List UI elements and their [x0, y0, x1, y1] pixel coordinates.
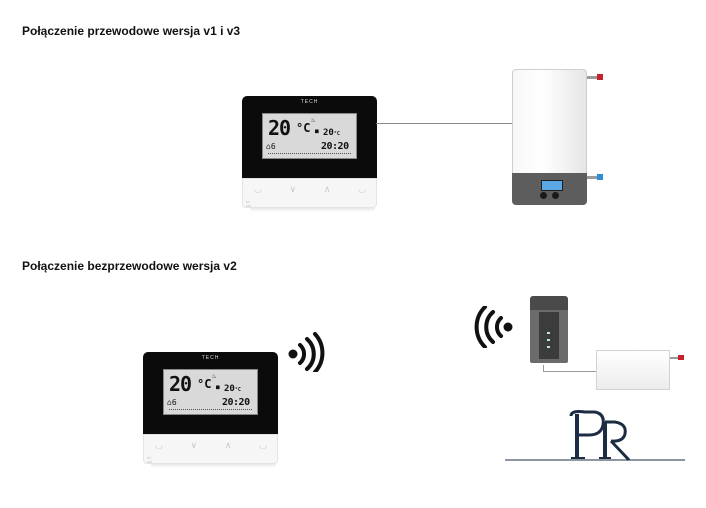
sun-icon: ■: [315, 128, 319, 135]
boiler-display: [541, 180, 563, 191]
hot-pipe: [587, 76, 601, 79]
model-label: ST-294: [147, 456, 153, 464]
clock-time: 20:20: [222, 397, 250, 408]
receiver-wire: [543, 371, 597, 372]
boiler-knob: [552, 192, 559, 199]
thermostat-base: [143, 434, 278, 464]
thermostat-display: 20 °C ♨ ■ 20°C ⌂6 20:20: [262, 113, 357, 159]
exit-button-icon[interactable]: ◡: [358, 184, 366, 194]
set-temperature: 20°C: [224, 384, 241, 394]
cold-pipe-end: [597, 174, 603, 180]
flame-icon: ♨: [212, 372, 217, 380]
thermostat-buttons: ◡ ∨ ∧ ◡: [254, 184, 366, 195]
cold-pipe: [587, 176, 601, 179]
thermostat-base: [242, 178, 377, 208]
temperature-unit: °C: [197, 377, 212, 391]
connection-wire: [376, 123, 513, 124]
receiver-front: [539, 312, 559, 359]
program-bar: [169, 409, 252, 412]
house-icon: ⌂6: [266, 142, 276, 151]
sun-icon: ■: [216, 384, 220, 391]
clock-time: 20:20: [321, 141, 349, 152]
house-icon: ⌂6: [167, 398, 177, 407]
hot-pipe-end: [678, 355, 684, 360]
boiler: [512, 69, 587, 205]
program-bar: [268, 153, 351, 156]
wireless-receiver: [530, 296, 568, 365]
thermostat-display: 20 °C ♨ ■ 20°C ⌂6 20:20: [163, 369, 258, 415]
thermostat-buttons: ◡ ∨ ∧ ◡: [155, 440, 267, 451]
heating-device: [596, 350, 670, 390]
thermostat-brand: TECH: [201, 355, 220, 361]
current-temperature: 20: [169, 372, 192, 396]
thermostat-brand: TECH: [300, 99, 319, 105]
up-button-icon[interactable]: ∧: [323, 184, 331, 194]
menu-button-icon[interactable]: ◡: [254, 184, 262, 194]
menu-button-icon[interactable]: ◡: [155, 440, 163, 450]
pr-logo: [505, 410, 685, 462]
current-temperature: 20: [268, 116, 291, 140]
flame-icon: ♨: [311, 116, 316, 124]
thermostat-shadow: [151, 464, 276, 468]
receiver-led: [547, 332, 550, 334]
set-temperature: 20°C: [323, 128, 340, 138]
down-button-icon[interactable]: ∨: [190, 440, 198, 450]
heading-wired-connection: Połączenie przewodowe wersja v1 i v3: [22, 24, 241, 38]
receiver-top: [530, 296, 568, 310]
heading-wireless-connection: Połączenie bezprzewodowe wersja v2: [22, 259, 237, 273]
hot-pipe-end: [597, 74, 603, 80]
receiver-led: [547, 346, 550, 348]
wireless-signal-icon: [474, 306, 513, 348]
thermostat-shadow: [250, 208, 375, 212]
wireless-signal-icon: [288, 332, 325, 372]
heater-pipe: [670, 357, 680, 359]
boiler-knob: [540, 192, 547, 199]
up-button-icon[interactable]: ∧: [224, 440, 232, 450]
down-button-icon[interactable]: ∨: [289, 184, 297, 194]
receiver-led: [547, 339, 550, 341]
exit-button-icon[interactable]: ◡: [259, 440, 267, 450]
temperature-unit: °C: [296, 121, 311, 135]
model-label: ST-294: [246, 200, 252, 208]
receiver-wire: [543, 365, 544, 372]
